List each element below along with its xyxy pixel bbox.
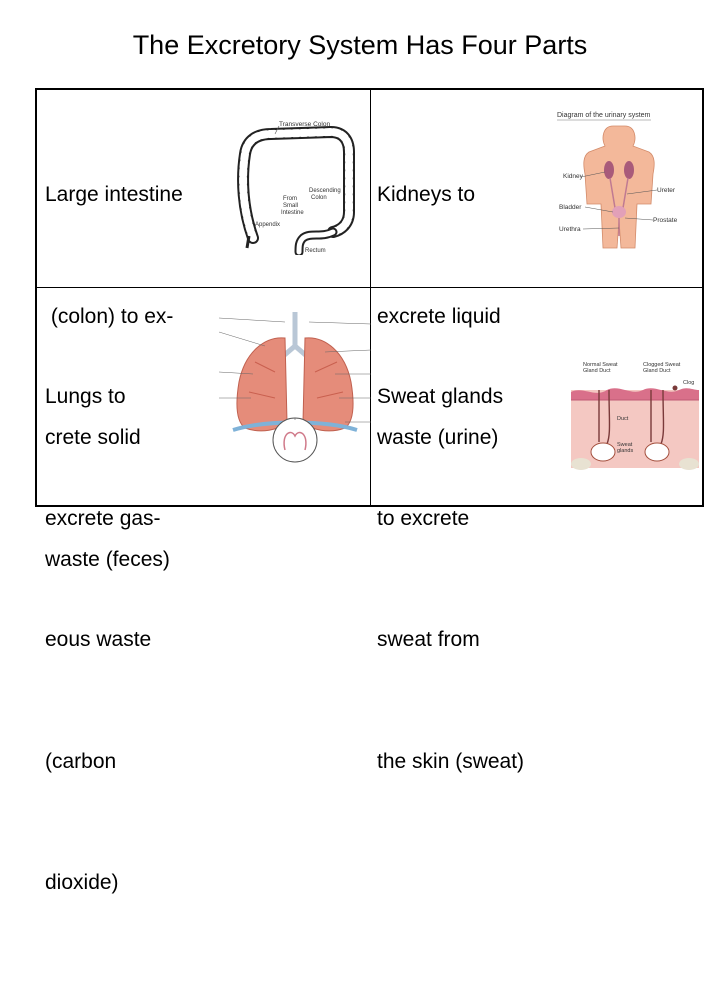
cell-line: Lungs to bbox=[45, 385, 126, 408]
cell-line: the skin (sweat) bbox=[377, 749, 525, 773]
figure-label: Duct bbox=[617, 416, 629, 422]
cell-line: (carbon bbox=[45, 749, 117, 773]
figure-label: Transverse Colon bbox=[279, 121, 330, 128]
table-divider-vertical bbox=[370, 90, 371, 505]
figure-label: glands bbox=[617, 448, 633, 454]
urinary-system-illustration: Diagram of the urinary system Kidney Ure… bbox=[557, 112, 678, 249]
figure-label: Kidney bbox=[563, 173, 584, 180]
figure-label: Prostate bbox=[653, 217, 678, 224]
cell-line: waste (urine) bbox=[377, 426, 499, 449]
cell-line: Sweat glands bbox=[377, 385, 504, 408]
figure-label: Rectum bbox=[305, 248, 326, 254]
cell-line: Large intestine bbox=[45, 183, 183, 206]
cell-line: to excrete bbox=[377, 506, 470, 530]
figure-label: Appendix bbox=[255, 222, 280, 228]
cell-line: eous waste bbox=[45, 628, 152, 651]
figure-label: Ureter bbox=[657, 187, 676, 194]
figure-label: Descending bbox=[309, 188, 341, 194]
cell-line: excrete liquid bbox=[377, 304, 501, 328]
sweat-glands-text: Sweat glands to excrete sweat from the s… bbox=[377, 296, 524, 863]
figure-label: Small bbox=[283, 203, 298, 209]
lungs-illustration bbox=[218, 312, 372, 463]
cell-line: dioxide) bbox=[45, 871, 119, 894]
figure-label: Gland Duct bbox=[643, 368, 671, 374]
figure-label: Sweat bbox=[617, 442, 633, 448]
kidneys-text: Kidneys to excrete liquid waste (urine) bbox=[377, 94, 501, 540]
figure-label: Bladder bbox=[559, 204, 582, 211]
figure-label: From bbox=[283, 196, 297, 202]
cell-line: (colon) to ex- bbox=[45, 304, 174, 328]
large-intestine-illustration: Transverse Colon Descending Colon From S… bbox=[237, 121, 355, 255]
figure-label: Clogged Sweat bbox=[643, 362, 681, 368]
figure-label: Normal Sweat bbox=[583, 362, 618, 368]
sweat-gland-illustration: Normal Sweat Gland Duct Clogged Sweat Gl… bbox=[571, 362, 699, 470]
figure-heading: Diagram of the urinary system bbox=[557, 112, 651, 119]
slide-title: The Excretory System Has Four Parts bbox=[132, 30, 588, 60]
cell-line: Kidneys to bbox=[377, 183, 476, 206]
cell-line: excrete gas- bbox=[45, 506, 161, 530]
cell-line: crete solid bbox=[45, 426, 141, 449]
parts-table: Large intestine (colon) to ex- crete sol… bbox=[35, 88, 704, 894]
figure-label: Gland Duct bbox=[583, 368, 611, 374]
figure-label: Urethra bbox=[559, 226, 581, 233]
cell-line: sweat from bbox=[377, 628, 480, 651]
table-divider-horizontal bbox=[37, 287, 702, 288]
figure-label: Intestine bbox=[281, 210, 304, 216]
figure-label: Colon bbox=[311, 195, 327, 201]
lungs-text: Lungs to excrete gas- eous waste (carbon… bbox=[45, 296, 161, 985]
figure-label: Clog bbox=[683, 380, 694, 386]
